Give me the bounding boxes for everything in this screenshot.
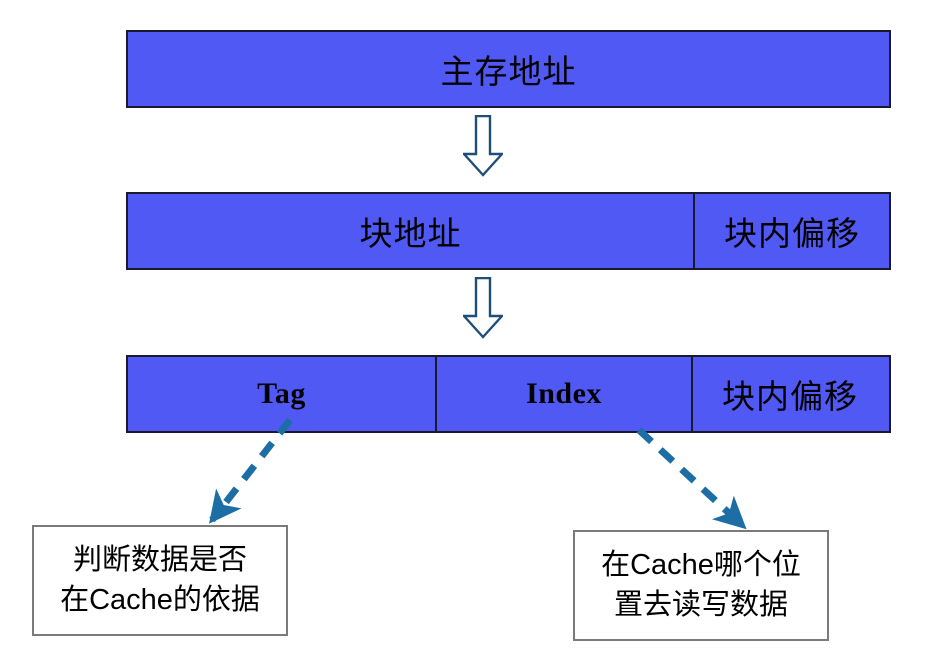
segment-tag: Tag: [257, 377, 306, 410]
segment-main-memory-address: 主存地址: [440, 52, 577, 91]
block-address-bar: 块地址 块内偏移: [126, 192, 891, 270]
segment-block-offset-row3: 块内偏移: [691, 357, 887, 431]
note-index-line-2: 置去读写数据: [613, 588, 788, 621]
note-box-tag: 判断数据是否 在Cache的依据: [32, 525, 288, 636]
down-block-arrow-icon: [461, 114, 505, 177]
segment-block-address: 块地址: [359, 214, 462, 253]
segment-index: Index: [435, 357, 691, 431]
main-address-bar: 主存地址: [126, 30, 891, 108]
down-block-arrow-icon: [461, 276, 505, 339]
note-index-line-1: 在Cache哪个位: [601, 549, 801, 582]
segment-block-offset-row2: 块内偏移: [693, 194, 889, 268]
note-tag-line-1: 判断数据是否: [72, 544, 247, 577]
dashed-arrow-index-to-note: [625, 422, 760, 542]
note-box-index: 在Cache哪个位 置去读写数据: [573, 530, 829, 641]
tag-index-offset-bar: Tag Index 块内偏移: [126, 355, 891, 433]
note-tag-line-2: 在Cache的依据: [60, 583, 260, 616]
